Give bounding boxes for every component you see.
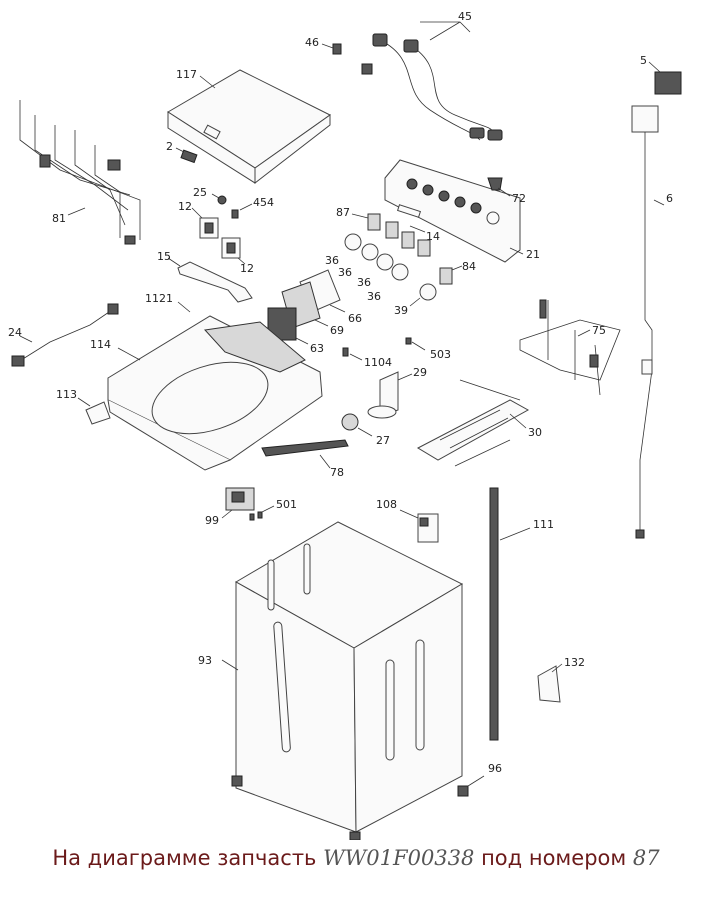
part-454 bbox=[231, 209, 239, 219]
part-501-screws bbox=[249, 511, 263, 521]
callout-14: 14 bbox=[426, 230, 440, 243]
callout-117: 117 bbox=[176, 68, 197, 81]
part-30-tray bbox=[416, 379, 530, 467]
part-46 bbox=[332, 43, 342, 55]
part-84 bbox=[439, 267, 453, 285]
caption: На диаграмме запчасть WW01F00338 под ном… bbox=[0, 846, 712, 890]
part-45-inlet-hoses bbox=[361, 21, 503, 141]
part-75-harness bbox=[519, 299, 621, 396]
callout-132: 132 bbox=[564, 656, 585, 669]
part-25 bbox=[217, 195, 227, 205]
callout-36d: 36 bbox=[367, 290, 381, 303]
callout-46: 46 bbox=[305, 36, 319, 49]
callout-111: 111 bbox=[533, 518, 554, 531]
callout-36a: 36 bbox=[325, 254, 339, 267]
part-117-lid bbox=[167, 69, 331, 185]
callout-503: 503 bbox=[430, 348, 451, 361]
callout-36b: 36 bbox=[338, 266, 352, 279]
part-12-inlet-valve-b bbox=[221, 237, 241, 259]
part-99-door-lock bbox=[225, 487, 255, 511]
callout-6: 6 bbox=[666, 192, 673, 205]
caption-prefix: На диаграмме запчасть bbox=[52, 846, 317, 870]
part-36-knobs bbox=[344, 233, 409, 281]
callout-501: 501 bbox=[276, 498, 297, 511]
callout-96: 96 bbox=[488, 762, 502, 775]
callout-99: 99 bbox=[205, 514, 219, 527]
part-2 bbox=[180, 149, 198, 164]
callout-15: 15 bbox=[157, 250, 171, 263]
part-27 bbox=[341, 413, 359, 431]
callout-72: 72 bbox=[512, 192, 526, 205]
part-503 bbox=[405, 337, 412, 345]
callout-21: 21 bbox=[526, 248, 540, 261]
callout-5: 5 bbox=[640, 54, 647, 67]
callout-39: 39 bbox=[394, 304, 408, 317]
part-132 bbox=[537, 665, 561, 703]
callout-1104: 1104 bbox=[364, 356, 392, 369]
callout-29: 29 bbox=[413, 366, 427, 379]
callout-114: 114 bbox=[90, 338, 111, 351]
callout-30: 30 bbox=[528, 426, 542, 439]
callout-1121: 1121 bbox=[145, 292, 173, 305]
part-29-bracket bbox=[367, 371, 399, 419]
callout-78: 78 bbox=[330, 466, 344, 479]
part-21-control-panel bbox=[384, 159, 521, 263]
callout-2: 2 bbox=[166, 140, 173, 153]
callout-45: 45 bbox=[458, 10, 472, 23]
part-6-power-cord bbox=[631, 105, 659, 539]
callout-113: 113 bbox=[56, 388, 77, 401]
callout-66: 66 bbox=[348, 312, 362, 325]
callout-108: 108 bbox=[376, 498, 397, 511]
part-15-drain-pipe bbox=[177, 261, 253, 303]
part-113 bbox=[85, 401, 111, 425]
part-12-inlet-valve-a bbox=[199, 217, 219, 239]
part-code: WW01F00338 bbox=[323, 846, 475, 870]
part-1104 bbox=[342, 347, 349, 357]
callout-27: 27 bbox=[376, 434, 390, 447]
callout-24: 24 bbox=[8, 326, 22, 339]
callout-454: 454 bbox=[253, 196, 274, 209]
part-108 bbox=[417, 513, 439, 543]
callout-63: 63 bbox=[310, 342, 324, 355]
callout-87: 87 bbox=[336, 206, 350, 219]
part-87-switches bbox=[367, 204, 431, 257]
caption-middle: под номером bbox=[481, 846, 627, 870]
part-114-top-cover bbox=[107, 315, 323, 471]
callout-69: 69 bbox=[330, 324, 344, 337]
part-81-wiring-harness bbox=[19, 100, 141, 245]
callout-75: 75 bbox=[592, 324, 606, 337]
part-39 bbox=[419, 283, 437, 301]
callout-12a: 12 bbox=[178, 200, 192, 213]
callout-81: 81 bbox=[52, 212, 66, 225]
part-24-cable bbox=[11, 303, 119, 367]
callout-93: 93 bbox=[198, 654, 212, 667]
callout-25: 25 bbox=[193, 186, 207, 199]
callout-12b: 12 bbox=[240, 262, 254, 275]
callout-84: 84 bbox=[462, 260, 476, 273]
part-number: 87 bbox=[632, 846, 660, 870]
part-5 bbox=[654, 71, 682, 95]
part-96-feet bbox=[231, 775, 469, 840]
part-93-cabinet bbox=[234, 521, 464, 833]
part-78 bbox=[261, 439, 349, 457]
part-111-rod bbox=[489, 487, 499, 741]
exploded-parts-diagram: 45 46 117 5 6 2 21 72 bbox=[8, 10, 682, 840]
part-72 bbox=[487, 177, 503, 191]
callout-36c: 36 bbox=[357, 276, 371, 289]
